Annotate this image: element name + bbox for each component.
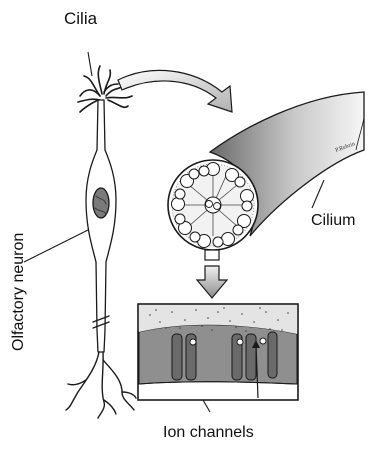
neuron-nucleus — [93, 188, 109, 218]
ion-channels-leader — [203, 400, 210, 412]
label-cilium: Cilium — [311, 213, 355, 229]
neuron-axon-terminals — [66, 352, 136, 418]
label-ion-channels: Ion channels — [163, 425, 254, 441]
cilium-cross-section — [168, 160, 258, 250]
neuron-leader — [24, 230, 88, 262]
membrane-zoom-box — [205, 250, 219, 260]
cilia-leader — [88, 52, 92, 76]
zoom-down-arrow — [197, 266, 227, 298]
neuron-body-outline — [86, 100, 116, 352]
cilium-leader — [312, 180, 324, 208]
label-olfactory-neuron: Olfactory neuron — [11, 233, 27, 351]
ion-channel-inset — [138, 304, 298, 400]
magnify-arrow — [118, 70, 232, 112]
olfactory-neuron — [66, 66, 136, 418]
label-cilia: Cilia — [64, 10, 97, 27]
